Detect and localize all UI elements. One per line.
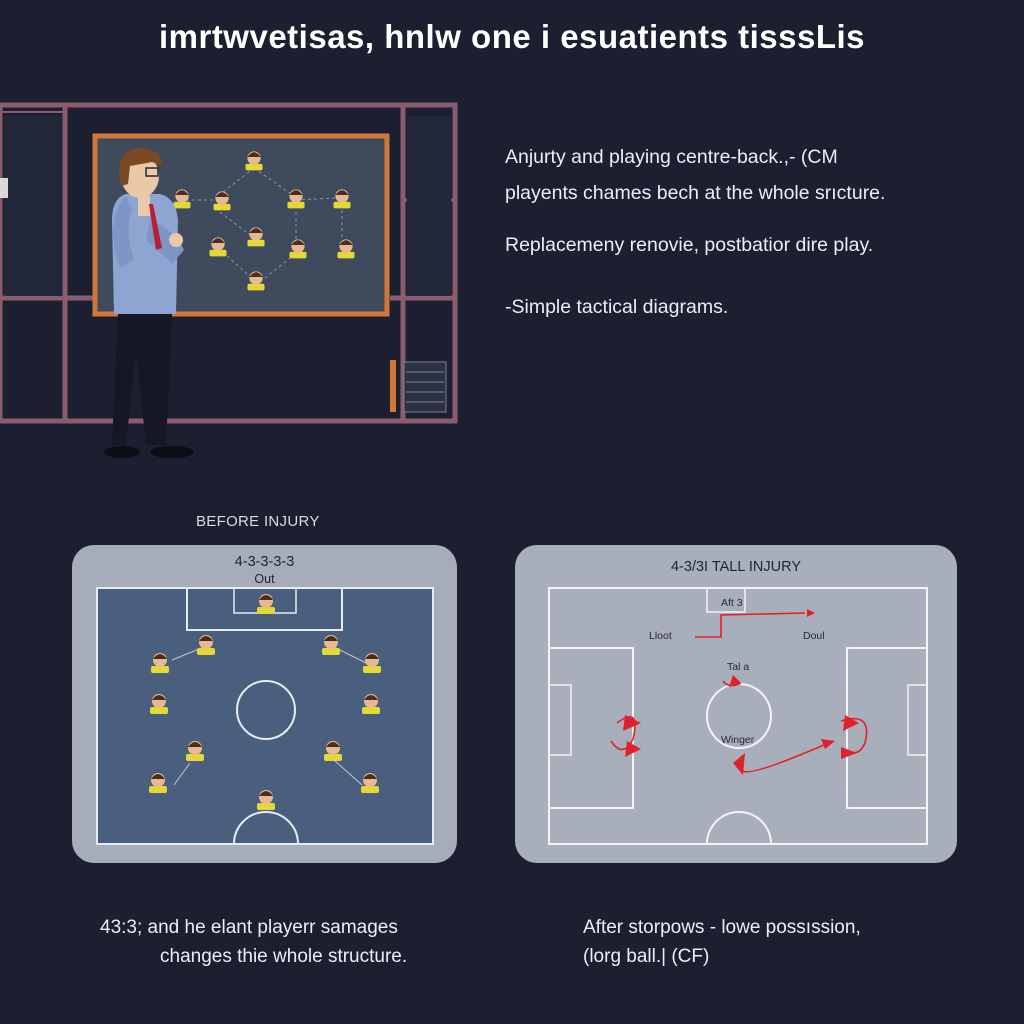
player-token: [322, 635, 340, 655]
pitch-label-right: Doul: [803, 630, 825, 642]
after-injury-card: 4-3/3I TALL INJURY Aft 3 Lloot Doul: [515, 545, 957, 863]
player-token: [245, 151, 263, 171]
caption-right-line2: (lorg ball.| (CF): [583, 946, 710, 967]
player-token: [361, 773, 379, 793]
arrow-head: [625, 741, 641, 757]
player-token: [257, 790, 275, 810]
arrow-head: [841, 747, 857, 759]
bullet-item: Replacemeny renovie, postbatior dire pla…: [505, 234, 874, 256]
player-token: [151, 653, 169, 673]
bullet-item: playents chames bech at the whole srıctu…: [505, 182, 886, 204]
player-token: [247, 271, 265, 291]
pitch-label-top: Aft 3: [721, 597, 743, 609]
shelf-panel: [4, 116, 62, 296]
player-token: [333, 189, 351, 209]
chair: [390, 360, 447, 413]
player-token: [247, 227, 265, 247]
bullet-item: Anjurty and playing centre-back.,- (CM: [505, 146, 838, 168]
player-token: [209, 237, 227, 257]
shelf-frame: [0, 102, 458, 424]
player-token: [213, 191, 231, 211]
player-token: [257, 594, 275, 614]
player-token: [362, 694, 380, 714]
player-token: [197, 635, 215, 655]
player-token: [289, 239, 307, 259]
after-pitch: [548, 587, 928, 845]
arrow-head: [807, 609, 815, 617]
player-token: [363, 653, 381, 673]
page-title: imrtwvetisas, hnlw one i esuatients tiss…: [158, 18, 866, 55]
player-token: [287, 189, 305, 209]
formation-label: 4-3-3-3-3: [234, 554, 295, 570]
before-injury-label: BEFORE INJURY: [196, 513, 320, 530]
shelf-panel: [407, 116, 451, 296]
player-token: [149, 773, 167, 793]
bullet-item: -Simple tactical diagrams.: [505, 296, 729, 318]
before-injury-card: 4-3-3-3-3 Out: [72, 545, 457, 863]
player-token: [186, 741, 204, 761]
player-token: [150, 694, 168, 714]
caption-left-line1: 43:3; and he elant playerr samages: [100, 917, 398, 938]
after-formation-title: 4-3/3I TALL INJURY: [670, 559, 802, 575]
coach-illustration: [0, 102, 458, 458]
arrow-head: [623, 715, 641, 731]
player-token: [324, 741, 342, 761]
before-pitch: [96, 587, 434, 845]
arrow-head: [843, 715, 859, 731]
formation-subtitle: Out: [254, 572, 275, 586]
pitch-label-center: Winger: [721, 734, 755, 746]
pitch-label-left: Lloot: [649, 630, 672, 642]
player-token: [337, 239, 355, 259]
caption-left-line2: changes thie whole structure.: [160, 946, 408, 967]
arrow-head: [733, 753, 745, 775]
pitch-label-center-top: Tal a: [727, 661, 750, 673]
arrow-head: [729, 675, 741, 687]
coach-figure: [104, 148, 194, 458]
wall-tag: [0, 178, 8, 198]
caption-right-line1: After storpows - lowe possıssion,: [583, 917, 861, 938]
player-token: [173, 189, 191, 209]
arrow-head: [821, 739, 835, 749]
